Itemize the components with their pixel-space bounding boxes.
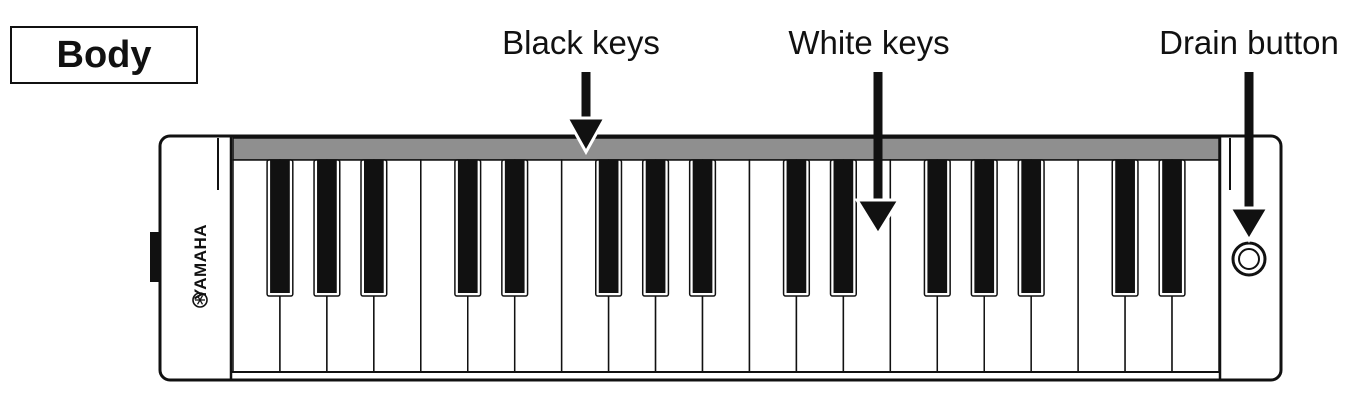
- drain-button-arrow: [1227, 72, 1271, 243]
- key-cover-strip: [232, 137, 1220, 161]
- drain-button-inner: [1238, 248, 1260, 270]
- black-key[interactable]: [504, 160, 525, 293]
- yamaha-emblem-icon: [192, 292, 208, 308]
- black-key[interactable]: [270, 160, 290, 293]
- black-key[interactable]: [363, 160, 384, 293]
- black-key[interactable]: [1162, 160, 1182, 293]
- drain-button-label: Drain button: [1159, 24, 1339, 61]
- black-keys-label: Black keys: [502, 24, 660, 61]
- black-key[interactable]: [974, 160, 995, 293]
- black-key[interactable]: [692, 160, 713, 293]
- yamaha-logo: YAMAHA: [191, 224, 210, 300]
- black-key[interactable]: [833, 160, 854, 293]
- white-keys-arrow: [854, 72, 902, 237]
- black-key[interactable]: [786, 160, 807, 293]
- black-key[interactable]: [598, 160, 619, 293]
- black-key[interactable]: [1115, 160, 1135, 293]
- mouthpiece-connector: [150, 232, 160, 282]
- black-key[interactable]: [645, 160, 666, 293]
- black-key[interactable]: [1021, 160, 1042, 293]
- black-key[interactable]: [927, 160, 948, 293]
- section-label: Body: [10, 26, 198, 84]
- black-key[interactable]: [457, 160, 478, 293]
- white-keys-label: White keys: [788, 24, 950, 61]
- black-key[interactable]: [317, 160, 337, 293]
- black-keys-arrow: [564, 72, 608, 156]
